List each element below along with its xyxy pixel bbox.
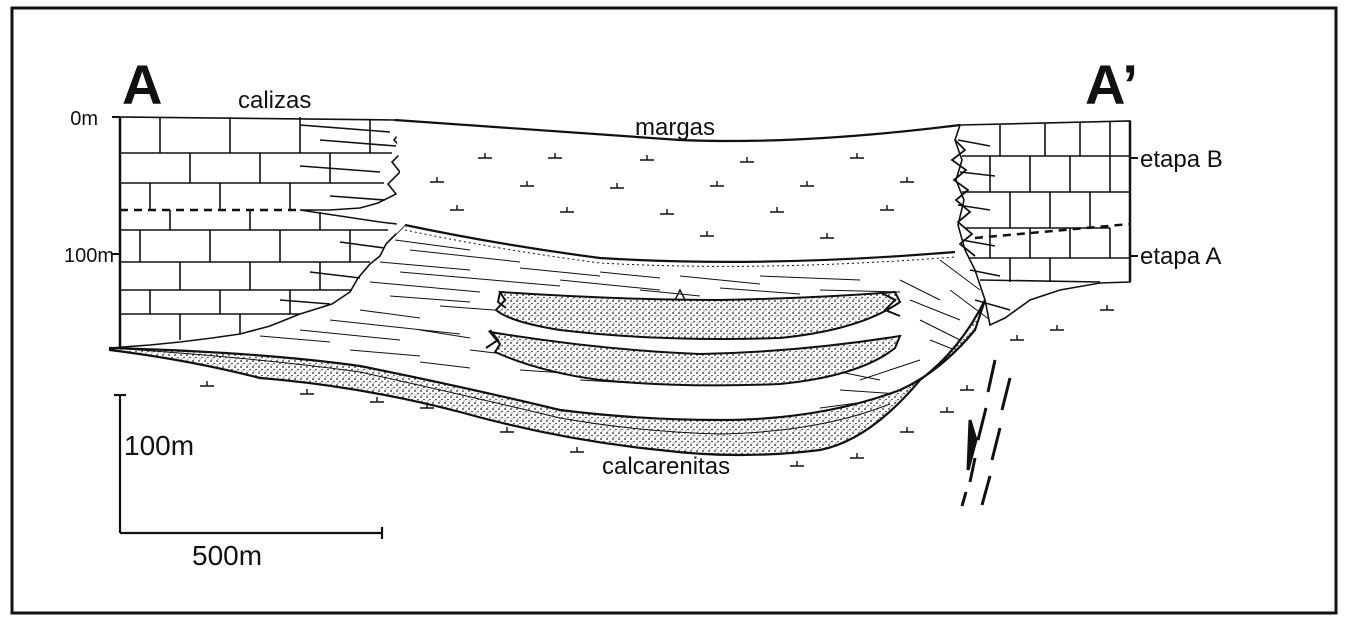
scale-bar — [114, 395, 382, 539]
marls-upper — [395, 120, 960, 266]
depth-tick-100m: 100m — [64, 245, 114, 267]
scale-bar-horizontal-label: 500m — [192, 540, 262, 571]
unit-label-margas: margas — [635, 114, 715, 141]
limestone-right-block — [952, 121, 1130, 325]
calcarenite-lens-upper — [496, 292, 900, 339]
stage-label-b: etapa B — [1140, 146, 1223, 173]
fault-line — [962, 360, 1010, 506]
stage-label-a: etapa A — [1140, 243, 1221, 270]
unit-label-calcarenitas: calcarenitas — [602, 453, 730, 480]
scale-bar-vertical-label: 100m — [124, 430, 194, 461]
limestone-left-block — [110, 117, 405, 348]
section-start-label: A — [122, 53, 162, 116]
depth-tick-0m: 0m — [70, 108, 98, 130]
calcarenite-lens-middle — [490, 332, 900, 385]
section-end-label: A’ — [1085, 53, 1138, 116]
unit-label-calizas: calizas — [238, 87, 311, 114]
